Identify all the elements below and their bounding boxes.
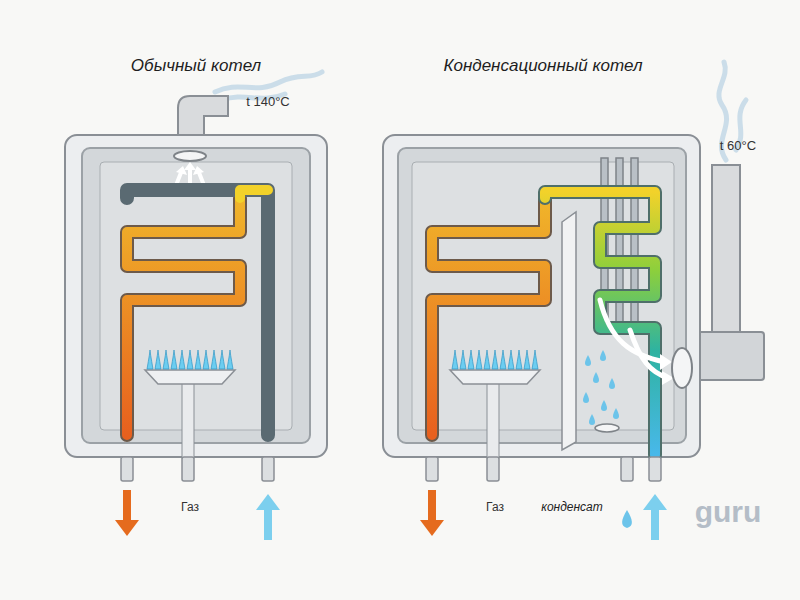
burner-flames <box>147 350 538 369</box>
boiler-housing: Обычный котел <box>55 52 337 462</box>
temperature-label: t 60°C <box>720 138 756 153</box>
condensate-drop <box>613 408 619 419</box>
condensate-drop <box>589 414 595 425</box>
condensate-drop <box>601 400 607 411</box>
condensate-drop <box>593 372 599 383</box>
boiler-housing: Конденсационный котел <box>373 52 713 462</box>
condensate-drop <box>583 392 589 403</box>
condensate-drop <box>609 378 615 389</box>
gas-inlet-label: Газ <box>486 500 504 514</box>
watermark: guru <box>695 495 762 529</box>
gas-inlet-label: Газ <box>181 500 199 514</box>
temperature-label: t 140°C <box>246 94 290 109</box>
boiler-title: Обычный котел <box>55 56 337 76</box>
condensate-label: конденсат <box>541 500 603 514</box>
condensate-drop <box>600 350 606 361</box>
condensate-drop <box>585 355 591 366</box>
boiler-title: Конденсационный котел <box>373 56 713 76</box>
